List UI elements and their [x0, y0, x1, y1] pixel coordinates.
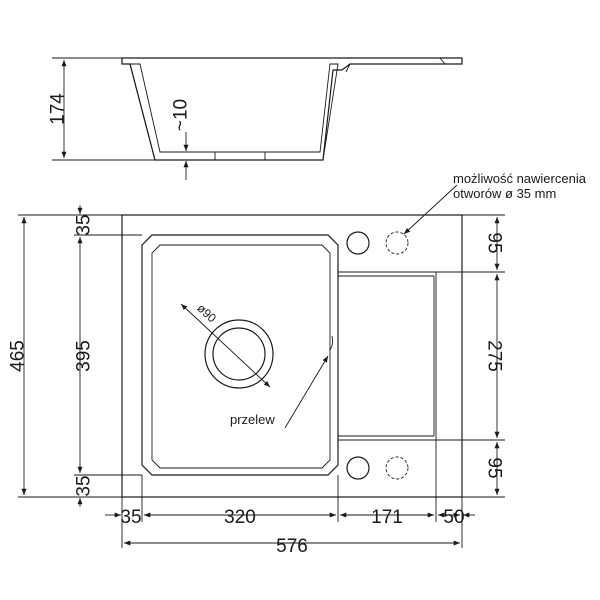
tap-hole-leader — [403, 184, 458, 235]
width-bowl-label: 320 — [224, 507, 256, 528]
tap-hole-note-line2: otworów ø 35 mm — [453, 186, 556, 201]
right-bottom-label: 95 — [484, 457, 505, 478]
width-drainer-label: 171 — [371, 507, 403, 528]
bowl-depth-label: 395 — [74, 340, 95, 372]
drainer-depth-dimension: 95 275 95 — [436, 214, 505, 498]
plan-view: ø90 przelew możliwość nawiercenia otworó… — [121, 171, 587, 498]
bowl-depth-dimension: 35 395 35 — [74, 205, 142, 507]
overall-width-label: 576 — [276, 536, 308, 557]
tap-hole-top-left — [346, 231, 370, 255]
overall-depth-label: 465 — [8, 340, 29, 372]
side-profile — [121, 57, 463, 161]
margin-top-label: 35 — [74, 214, 95, 235]
profile-height-dimension: 174 — [48, 57, 155, 161]
sink-outline — [121, 214, 463, 498]
profile-outline — [121, 57, 463, 161]
right-middle-label: 275 — [484, 340, 505, 372]
profile-height-label: 174 — [48, 93, 69, 125]
overflow-label: przelew — [230, 412, 275, 427]
drain-outer — [204, 319, 274, 389]
tap-hole-note-line1: możliwość nawiercenia — [453, 171, 587, 186]
drainer-area — [338, 271, 437, 441]
overflow-leader — [284, 355, 329, 429]
overflow-slot — [329, 335, 334, 351]
width-right-margin-label: 50 — [443, 507, 464, 528]
tap-hole-bottom-left — [346, 456, 370, 480]
bowl-outline — [141, 234, 339, 476]
width-breakdown-dimension: 35 320 171 50 — [105, 440, 475, 548]
margin-bottom-label: 35 — [74, 475, 95, 496]
drain-diameter-label: ø90 — [194, 301, 219, 326]
tap-hole-top-right — [385, 231, 409, 255]
width-left-margin-label: 35 — [120, 507, 141, 528]
bottom-thickness-label: ~10 — [171, 99, 192, 131]
tap-hole-bottom-right — [385, 456, 409, 480]
drain-inner — [212, 327, 266, 381]
profile-inner-wall — [129, 63, 339, 161]
overall-width-dimension: 576 — [124, 536, 460, 557]
bowl-inner — [151, 244, 331, 469]
right-top-label: 95 — [484, 232, 505, 253]
bottom-thickness-dimension: ~10 — [171, 99, 200, 180]
overall-depth-dimension: 465 — [8, 214, 122, 498]
